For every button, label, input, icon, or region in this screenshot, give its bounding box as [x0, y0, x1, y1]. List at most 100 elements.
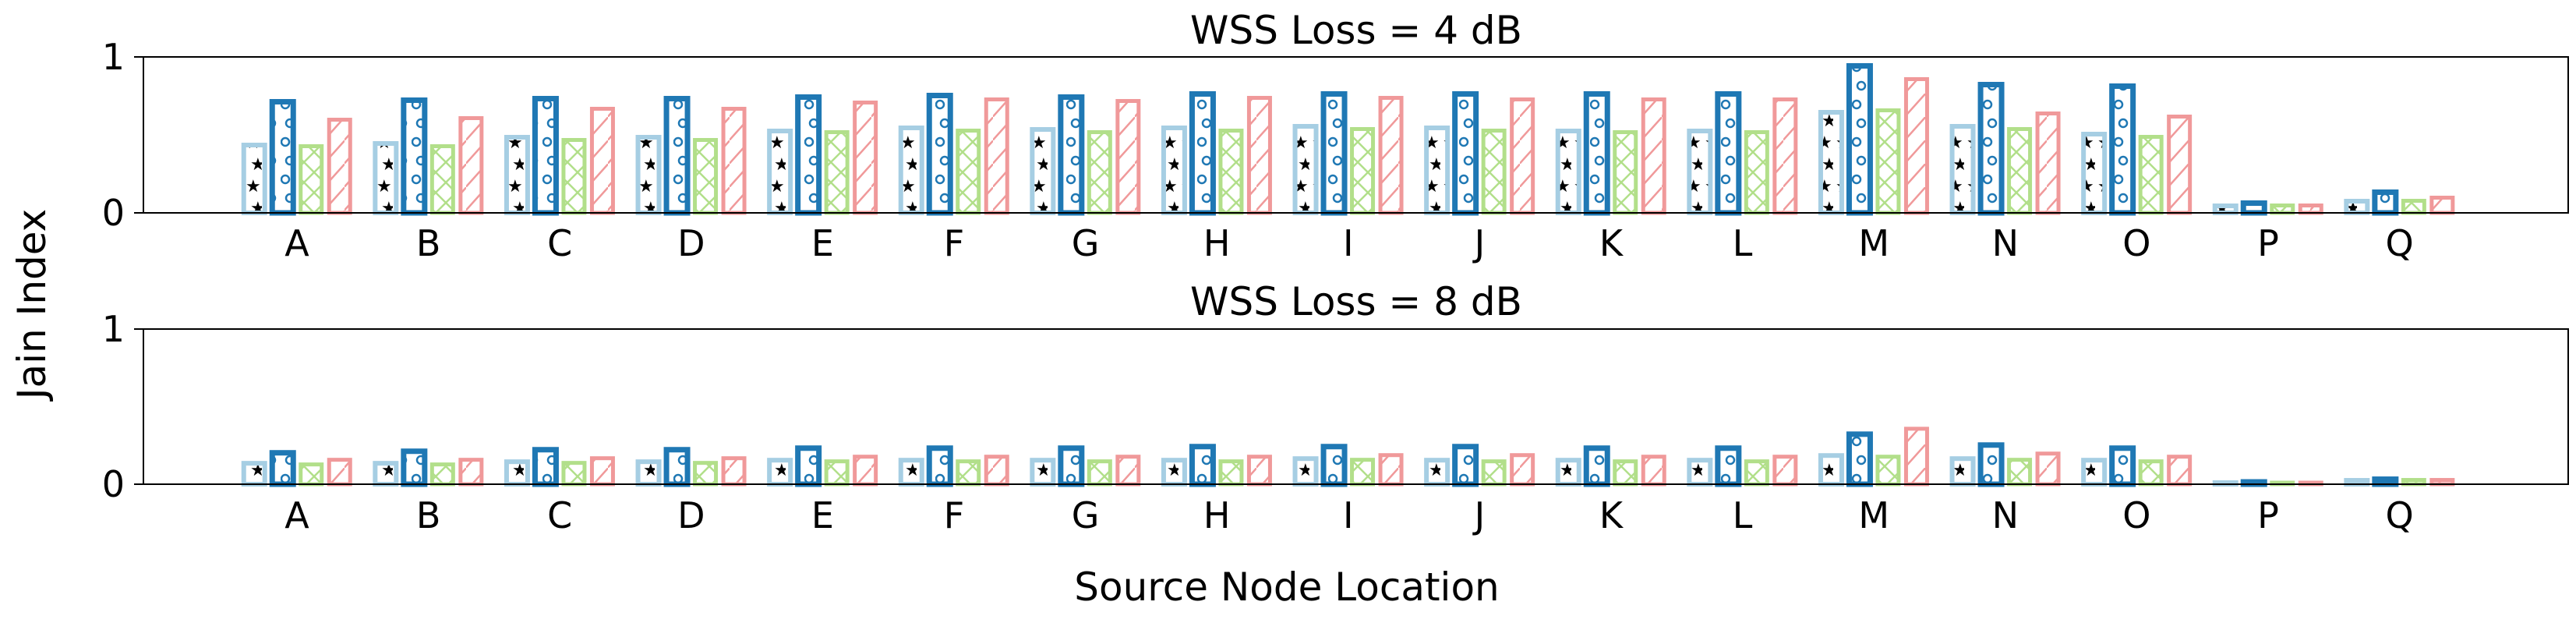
bar-l-s4	[1772, 455, 1798, 487]
bar-d-s4	[721, 107, 747, 215]
bar-g-s3	[1087, 130, 1112, 215]
bar-g-s2	[1058, 94, 1085, 216]
bar-j-s2	[1452, 444, 1479, 487]
plot-frame	[143, 56, 2569, 214]
bar-k-s4	[1641, 97, 1666, 215]
x-tick-label: A	[284, 222, 309, 264]
y-tick-label: 1	[102, 308, 125, 350]
bar-e-s1	[767, 129, 793, 215]
bar-h-s4	[1246, 455, 1272, 487]
x-tick-label: B	[416, 222, 441, 264]
bar-l-s2	[1715, 91, 1742, 216]
panel-title: WSS Loss = 4 dB	[1190, 8, 1522, 53]
bar-o-s3	[2138, 459, 2164, 487]
bar-k-s1	[1555, 129, 1581, 215]
bar-o-s4	[2167, 455, 2193, 487]
bar-n-s1	[1949, 124, 1976, 215]
x-tick-label: I	[1343, 494, 1354, 536]
bar-k-s3	[1613, 459, 1638, 487]
bar-m-s4	[1903, 427, 1929, 487]
bar-l-s3	[1744, 459, 1769, 487]
bar-b-s2	[401, 448, 428, 487]
bar-l-s1	[1687, 129, 1713, 215]
x-tick-label: O	[2122, 494, 2150, 536]
x-tick-label: E	[811, 222, 834, 264]
x-tick-label: A	[284, 494, 309, 536]
x-tick-label: M	[1858, 494, 1889, 536]
bar-e-s3	[824, 459, 850, 487]
bar-f-s3	[956, 129, 981, 215]
bar-a-s3	[299, 462, 324, 487]
bar-o-s3	[2138, 135, 2164, 215]
bar-h-s3	[1218, 129, 1244, 215]
x-tick-label: J	[1472, 494, 1486, 536]
bar-n-s4	[2035, 451, 2061, 487]
x-tick-label: H	[1203, 222, 1231, 264]
bar-j-s1	[1424, 458, 1451, 487]
bar-q-s4	[2429, 196, 2455, 215]
x-tick-label: I	[1343, 222, 1354, 264]
bar-i-s3	[1350, 127, 1376, 215]
bar-f-s4	[984, 97, 1009, 215]
bar-d-s1	[635, 135, 662, 215]
bar-a-s2	[269, 99, 296, 216]
bar-m-s1	[1818, 110, 1844, 215]
y-tick-label: 0	[102, 192, 125, 234]
x-tick-label: F	[944, 222, 964, 264]
bar-k-s2	[1583, 91, 1610, 216]
bar-o-s2	[2109, 83, 2136, 216]
bar-k-s3	[1613, 130, 1638, 215]
bar-g-s4	[1115, 455, 1141, 487]
bar-l-s3	[1744, 130, 1769, 215]
bar-n-s4	[2035, 112, 2061, 215]
y-axis-label: Jain Index	[9, 209, 55, 402]
bar-f-s2	[926, 445, 953, 487]
bar-m-s2	[1846, 431, 1873, 487]
bar-e-s4	[853, 101, 878, 215]
bar-j-s4	[1510, 97, 1535, 215]
bar-group	[241, 63, 2455, 216]
x-tick-label: Q	[2385, 222, 2413, 264]
bar-c-s1	[504, 459, 530, 487]
x-tick-label: L	[1733, 222, 1753, 264]
bar-g-s1	[1030, 458, 1056, 487]
bar-d-s2	[663, 96, 691, 216]
bar-m-s4	[1903, 77, 1929, 215]
bar-k-s2	[1583, 445, 1610, 487]
bar-i-s1	[1292, 124, 1319, 215]
x-tick-label: C	[547, 222, 572, 264]
bar-p-s3	[2270, 204, 2295, 215]
bar-l-s2	[1715, 445, 1742, 487]
x-tick-label: N	[1992, 494, 2019, 536]
bar-b-s4	[458, 458, 484, 487]
x-tick-label: D	[677, 222, 705, 264]
bar-m-s3	[1875, 455, 1901, 487]
bar-o-s2	[2109, 445, 2136, 487]
bar-h-s2	[1189, 91, 1216, 216]
bar-p-s4	[2298, 204, 2323, 215]
x-tick-label: G	[1072, 494, 1100, 536]
bar-group	[241, 427, 2455, 487]
bar-c-s3	[561, 461, 587, 487]
x-tick-label: J	[1472, 222, 1486, 264]
bar-g-s1	[1030, 127, 1056, 215]
x-tick-label: K	[1599, 494, 1624, 536]
x-tick-label: F	[944, 494, 964, 536]
bar-k-s4	[1641, 455, 1666, 487]
bar-g-s2	[1058, 445, 1085, 487]
bar-c-s3	[561, 138, 587, 215]
bar-j-s3	[1481, 129, 1507, 215]
bar-l-s4	[1772, 97, 1798, 215]
bar-j-s1	[1424, 126, 1451, 215]
bar-d-s3	[693, 461, 719, 487]
bar-g-s3	[1087, 459, 1112, 487]
bar-e-s1	[767, 458, 793, 487]
bar-a-s4	[327, 458, 352, 487]
x-tick-label: B	[416, 494, 441, 536]
bar-b-s4	[458, 116, 484, 215]
bar-b-s2	[401, 97, 428, 216]
bar-d-s1	[635, 459, 662, 487]
bar-i-s3	[1350, 458, 1376, 487]
bar-j-s4	[1510, 453, 1535, 487]
bar-e-s2	[795, 445, 822, 487]
